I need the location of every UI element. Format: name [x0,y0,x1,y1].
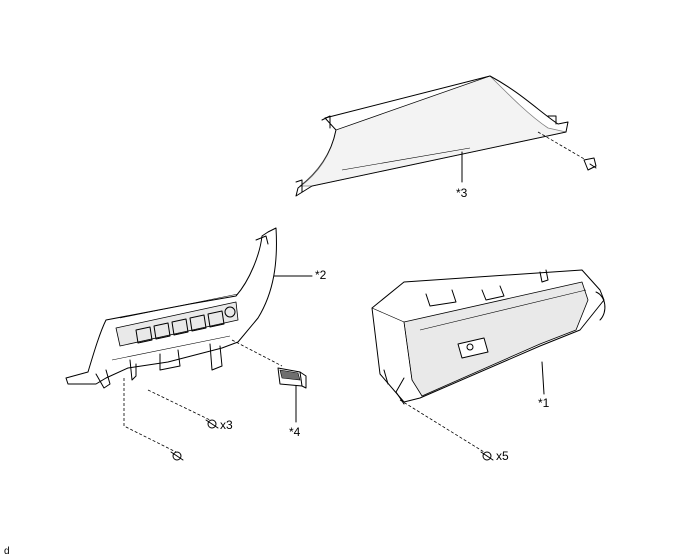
bezel-screw-guide-1 [147,389,211,421]
callout-part3: *3 [456,186,468,200]
bezel-screw-upper [205,419,219,429]
lower-bezel-part [65,227,277,389]
glove-box-screw-guide [399,399,485,453]
quantity-x3: x3 [220,418,233,432]
bezel-screw-lower [170,451,184,461]
corner-mark: d [4,546,10,557]
upper-panel-screw-guide [537,131,587,161]
callout-part2: *2 [315,268,327,282]
upper-panel-screw [583,157,597,171]
switch-connector-part [277,367,307,389]
glove-box-part [371,269,606,405]
callout-part4: *4 [289,425,301,439]
quantity-x5: x5 [496,449,509,463]
callout-part1: *1 [538,396,550,410]
bezel-screw-guide-2 [123,378,177,453]
leader-part1 [541,361,545,395]
switch-guide [231,339,283,367]
glove-box-screw [480,451,494,461]
upper-panel-part [295,75,569,197]
